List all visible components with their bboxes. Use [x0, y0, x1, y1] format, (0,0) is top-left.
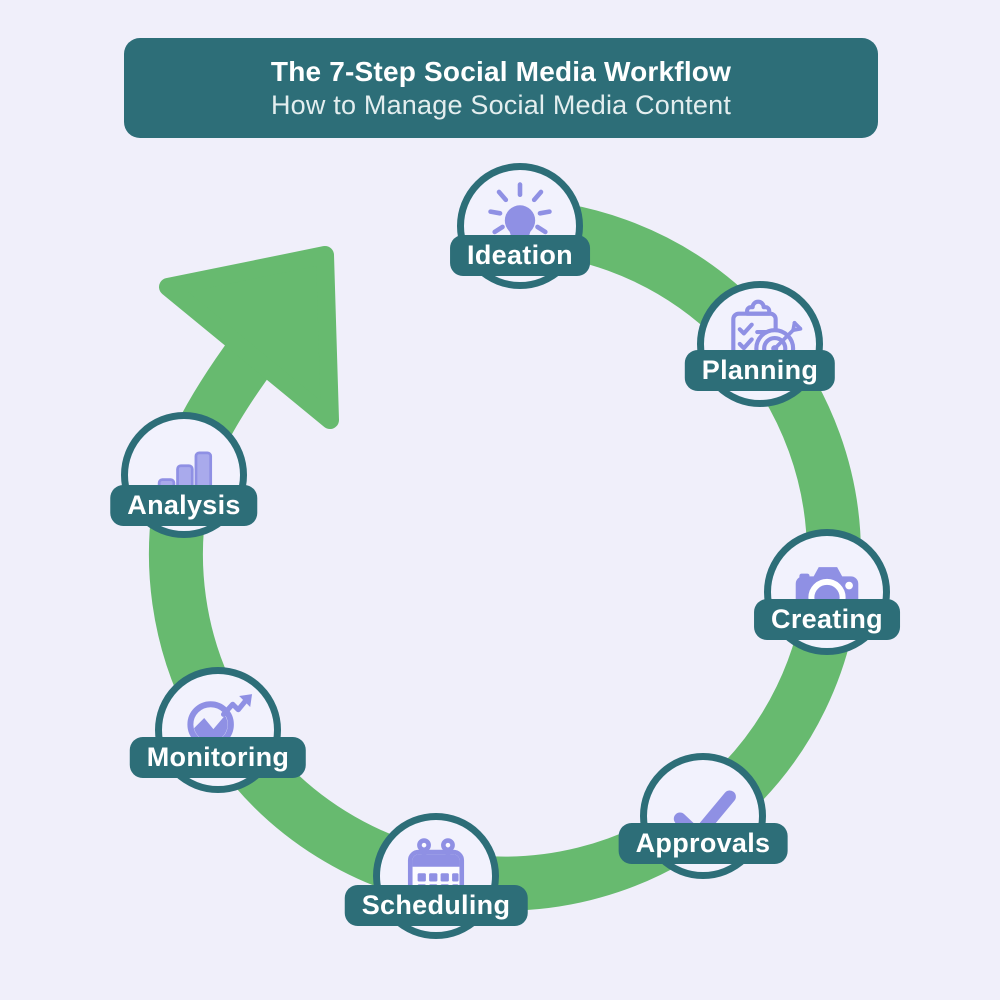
workflow-step-monitoring: Monitoring — [129, 667, 307, 793]
workflow-step-scheduling: Scheduling — [344, 813, 528, 939]
step-label: Monitoring — [129, 737, 307, 778]
title-banner: The 7-Step Social Media Workflow How to … — [124, 38, 878, 138]
workflow-step-creating: Creating — [754, 529, 900, 655]
workflow-step-ideation: Ideation — [450, 163, 590, 289]
step-label: Creating — [754, 599, 900, 640]
workflow-step-approvals: Approvals — [618, 753, 788, 879]
step-label: Approvals — [618, 823, 788, 864]
workflow-step-analysis: Analysis — [110, 412, 258, 538]
step-label: Planning — [684, 350, 836, 391]
step-label: Ideation — [450, 235, 590, 276]
arrow-head — [159, 246, 339, 429]
workflow-step-planning: Planning — [684, 281, 836, 407]
step-label: Analysis — [110, 485, 258, 526]
page-title: The 7-Step Social Media Workflow — [270, 56, 732, 87]
step-label: Scheduling — [344, 885, 528, 926]
page-subtitle: How to Manage Social Media Content — [270, 90, 732, 120]
